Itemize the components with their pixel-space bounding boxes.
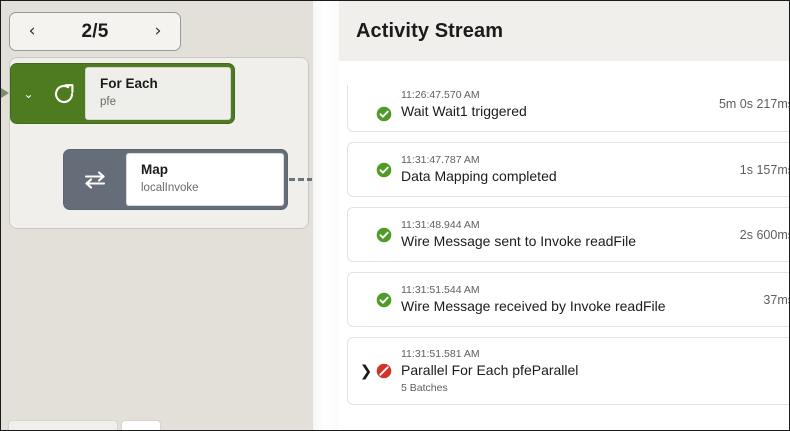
chevron-down-icon[interactable]: ⌄ <box>23 86 34 101</box>
node-map-subtitle: localInvoke <box>141 182 199 195</box>
page-navigator[interactable]: ‹ 2/5 › <box>9 12 181 51</box>
pane-splitter[interactable] <box>312 1 339 430</box>
activity-duration: 37ms <box>763 292 789 307</box>
activity-item[interactable]: ❯ 11:31:51.581 AM Parallel For Each pfePar… <box>347 337 789 406</box>
flow-canvas[interactable]: ‹ 2/5 › ⌄ For Each pfe <box>1 1 312 430</box>
activity-timestamp: 11:31:51.544 AM <box>401 283 480 296</box>
activity-duration: 2s 600ms <box>739 227 789 242</box>
check-circle-icon <box>376 292 392 308</box>
activity-label: Wait Wait1 triggered <box>401 103 527 120</box>
node-for-each-badge: ⌄ <box>11 64 85 123</box>
blocked-circle-icon <box>376 363 392 379</box>
activity-label: Wire Message sent to Invoke readFile <box>401 232 636 249</box>
node-for-each[interactable]: ⌄ For Each pfe <box>10 63 235 124</box>
check-circle-icon <box>376 162 392 178</box>
page-title: Activity Stream <box>356 19 504 42</box>
activity-timestamp: 11:31:48.944 AM <box>401 218 480 231</box>
check-circle-icon <box>376 227 392 243</box>
node-map-body: Map localInvoke <box>126 153 284 206</box>
canvas-bottom-card-clipped[interactable] <box>121 420 161 430</box>
activity-duration: 5m 0s 217ms <box>718 96 789 111</box>
activity-label: Wire Message received by Invoke readFile <box>401 297 666 314</box>
node-map-badge <box>64 150 126 209</box>
page-indicator-label: 2/5 <box>81 20 109 42</box>
chevron-right-icon[interactable]: ❯ <box>359 361 373 380</box>
map-outgoing-connector <box>289 178 312 181</box>
node-map[interactable]: Map localInvoke <box>63 149 288 210</box>
node-for-each-subtitle: pfe <box>100 96 116 109</box>
activity-label: Data Mapping completed <box>401 167 557 184</box>
node-for-each-body: For Each pfe <box>85 67 231 120</box>
activity-timestamp: 11:26:47.570 AM <box>401 89 480 102</box>
activity-timestamp: 11:31:51.581 AM <box>401 348 480 360</box>
check-circle-icon <box>376 106 392 122</box>
chevron-right-icon[interactable]: › <box>154 21 162 41</box>
activity-meta: 5 Batches <box>401 381 448 394</box>
node-map-title: Map <box>141 162 168 178</box>
canvas-bottom-panel-clipped[interactable] <box>8 420 118 430</box>
activity-timestamp: 11:31:47.787 AM <box>401 153 480 166</box>
activity-item-text: 11:31:51.581 AM Parallel For Each pfePara… <box>401 347 789 395</box>
node-for-each-title: For Each <box>100 76 158 92</box>
activity-duration: 1s 157ms <box>739 162 789 177</box>
activity-label: Parallel For Each pfeParallel <box>401 362 579 379</box>
exchange-arrows-icon <box>84 170 106 189</box>
loop-refresh-icon <box>54 83 73 103</box>
activity-stream-header: Activity Stream <box>339 1 789 61</box>
chevron-left-icon[interactable]: ‹ <box>28 21 36 41</box>
inbound-connector-arrow <box>1 88 9 98</box>
